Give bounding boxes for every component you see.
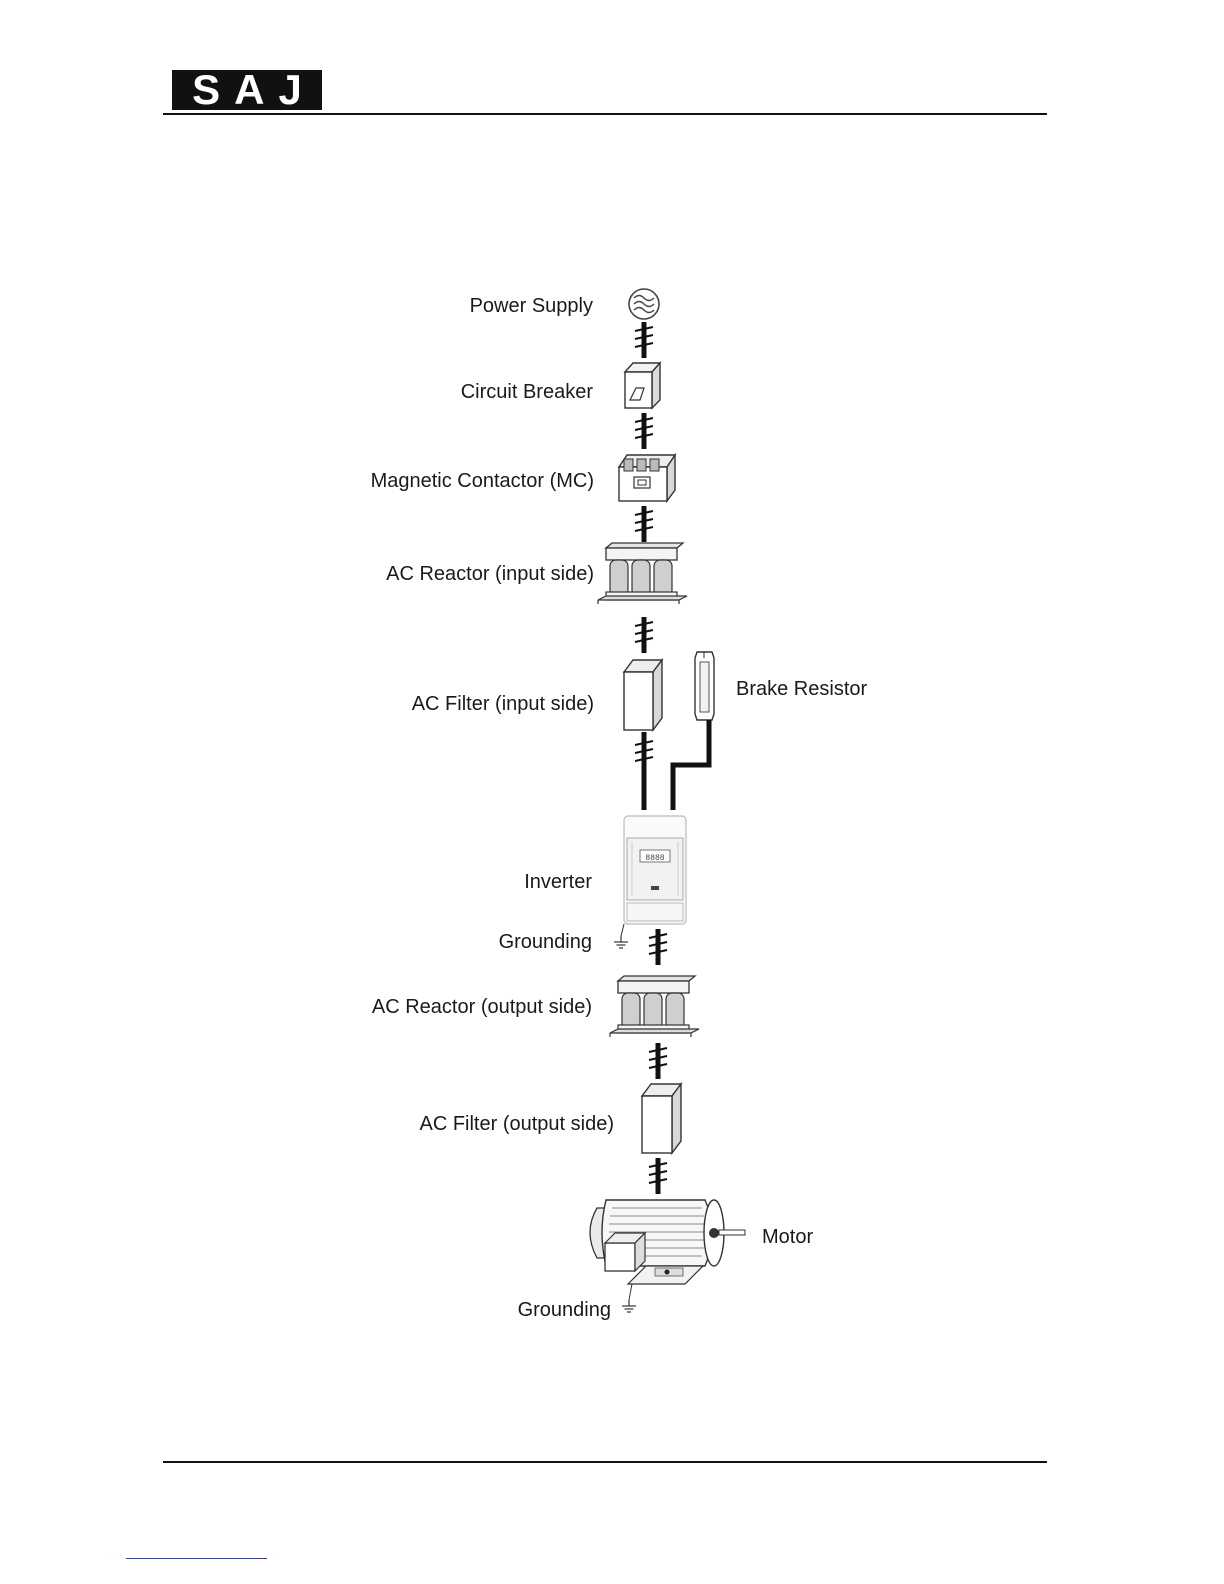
ac-reactor-output-icon	[610, 976, 699, 1037]
filter-to-inverter-cable	[635, 732, 653, 810]
magnetic-contactor-icon	[619, 455, 675, 501]
ground-wire	[621, 924, 624, 936]
ac-filter-output-icon	[642, 1084, 681, 1153]
brake-resistor-icon	[695, 652, 714, 720]
brake-resistor-cable	[673, 720, 709, 810]
three-phase-cable-icon	[649, 1043, 667, 1079]
motor-icon	[590, 1200, 745, 1284]
ac-reactor-input-icon	[598, 543, 687, 604]
inverter-icon: 8888	[624, 816, 686, 924]
ground-symbol-icon	[622, 1300, 636, 1312]
ground-symbol-icon	[614, 936, 628, 948]
ground-wire	[629, 1284, 632, 1300]
three-phase-cable-icon	[635, 617, 653, 653]
three-phase-cable-icon	[635, 413, 653, 449]
ac-filter-input-icon	[624, 660, 662, 730]
three-phase-cable-icon	[649, 929, 667, 965]
svg-text:8888: 8888	[645, 854, 664, 863]
power-supply-icon	[629, 289, 659, 319]
three-phase-cable-icon	[635, 506, 653, 542]
three-phase-cable-icon	[649, 1158, 667, 1194]
three-phase-cable-icon	[635, 322, 653, 358]
circuit-breaker-icon	[625, 363, 660, 408]
